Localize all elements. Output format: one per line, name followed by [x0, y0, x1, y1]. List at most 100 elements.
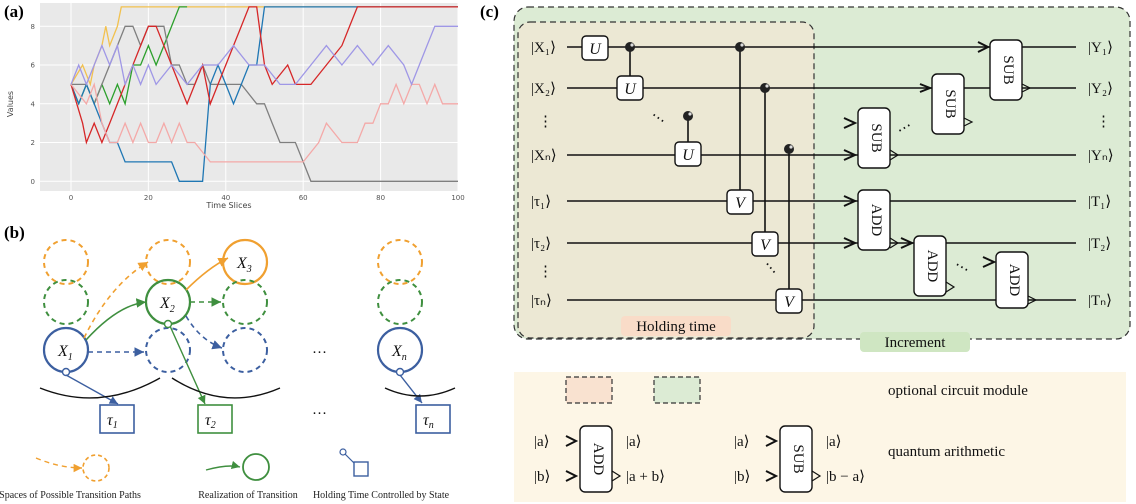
chart-series	[70, 6, 458, 182]
possible-state-circle	[145, 327, 191, 373]
holding-time-label: Holding time	[636, 319, 716, 335]
sub-gate-2: SUB	[919, 73, 974, 135]
sub-arrow	[765, 435, 779, 447]
holding-link	[399, 374, 423, 404]
legend-box	[353, 461, 369, 477]
panel-c-label: (c)	[480, 2, 499, 21]
legend-sub-diff: |b − a⟩	[826, 469, 865, 485]
add-arrow	[565, 470, 579, 482]
possible-state-circle	[43, 239, 89, 285]
holding-time-tag	[621, 316, 731, 336]
add-gate-2: ADD	[900, 235, 956, 297]
y-tick-label: 0	[31, 178, 35, 186]
possible-state-circle	[377, 279, 423, 325]
x-tick-label: 100	[451, 194, 464, 202]
possible-transition-arrow	[185, 315, 223, 350]
increment-tag	[860, 332, 970, 352]
input-xn: |Xₙ⟩	[531, 148, 557, 164]
sub-arrow	[765, 470, 779, 482]
possible-state-circle	[222, 279, 268, 325]
legend-holding-time: Holding Time Controlled by State	[313, 490, 450, 501]
control-handle	[395, 367, 405, 377]
x-axis-label: Time Slices	[205, 201, 251, 210]
series-line-1	[70, 6, 458, 87]
sub-label: SUB	[1000, 55, 1016, 84]
u-gate-label: U	[624, 81, 637, 98]
x-tick-label: 40	[221, 194, 230, 202]
possible-state-circle	[43, 279, 89, 325]
sub-gate-1: SUB	[989, 39, 1032, 101]
ellipsis: ···	[312, 345, 327, 361]
increment-swatch	[653, 376, 701, 404]
u-gate-label: U	[682, 147, 695, 164]
v-gate	[726, 189, 754, 215]
output-yn: |Yₙ⟩	[1088, 148, 1114, 164]
legend-solid-circle	[242, 453, 270, 481]
realized-transition-arrow	[185, 257, 229, 291]
possible-state-circle	[377, 239, 423, 285]
x3-label: X3	[236, 255, 252, 275]
legend-add-label: ADD	[590, 443, 606, 476]
output-y1: |Y₁⟩	[1088, 40, 1113, 56]
taun-label: τn	[423, 412, 434, 431]
legend-dashed-arrow	[35, 457, 83, 473]
series-line-7	[70, 25, 458, 87]
sub-dots: ⋯	[894, 118, 915, 139]
v-gate	[775, 288, 803, 314]
sub-gate-n: SUB	[843, 107, 900, 169]
series-line-6	[70, 82, 458, 163]
add-label: ADD	[868, 204, 884, 237]
legend-add-a-in: |a⟩	[534, 434, 550, 450]
control-handle	[61, 367, 71, 377]
add-gate-n: ADD	[982, 251, 1038, 309]
xn-label: Xn	[391, 343, 407, 363]
input-tau2: |τ₂⟩	[531, 236, 551, 252]
x1-label: X1	[57, 343, 73, 363]
output-y2: |Y₂⟩	[1088, 81, 1113, 97]
v-gate-label: V	[760, 237, 772, 254]
tau1-label: τ1	[107, 412, 118, 431]
legend-sub-label: SUB	[790, 444, 806, 473]
legend-add-gate	[579, 425, 613, 493]
tau2-box	[197, 404, 233, 434]
holding-swatch	[565, 376, 613, 404]
control-handle	[163, 319, 173, 329]
taun-box	[415, 404, 451, 434]
plot-area	[40, 3, 458, 191]
panel-c: (c) Holding time Increment |X₁⟩ |X₂⟩ ⋮ |…	[480, 2, 1131, 502]
possible-state-circle	[145, 239, 191, 285]
panel-b: (b) X1 X2 X3 Xn	[0, 223, 456, 501]
legend-sub-a-in: |a⟩	[734, 434, 750, 450]
legend-realization: Realization of Transition	[198, 490, 297, 501]
holding-time-module	[517, 21, 815, 339]
series-line-5	[70, 6, 458, 145]
tau1-box	[99, 404, 135, 434]
legend-add-a-out: |a⟩	[626, 434, 642, 450]
control-dots	[625, 42, 794, 154]
add-output-marker	[611, 470, 622, 482]
input-vdots: ⋮	[538, 264, 553, 280]
holding-arc	[384, 387, 456, 397]
x2-label: X2	[159, 295, 175, 315]
possible-state-circle	[222, 327, 268, 373]
add-label: ADD	[924, 250, 940, 283]
u-gate	[674, 141, 702, 167]
output-t1: |T₁⟩	[1088, 194, 1111, 210]
input-x1: |X₁⟩	[531, 40, 556, 56]
ellipsis: ···	[312, 406, 327, 422]
legend-possible-paths: Spaces of Possible Transition Paths	[0, 490, 141, 501]
y-tick-label: 8	[31, 23, 35, 31]
v-gate	[751, 231, 779, 257]
sub-label: SUB	[942, 89, 958, 118]
x-tick-label: 0	[69, 194, 73, 202]
possible-transition-arrow	[83, 261, 149, 339]
realized-transition-arrow	[85, 298, 147, 341]
sub-input-arrow	[977, 41, 991, 53]
add-label: ADD	[1006, 264, 1022, 297]
u-gate-label: U	[589, 41, 602, 58]
input-vdots: ⋮	[538, 114, 553, 130]
holding-arc	[39, 377, 161, 399]
holding-link	[65, 374, 119, 405]
